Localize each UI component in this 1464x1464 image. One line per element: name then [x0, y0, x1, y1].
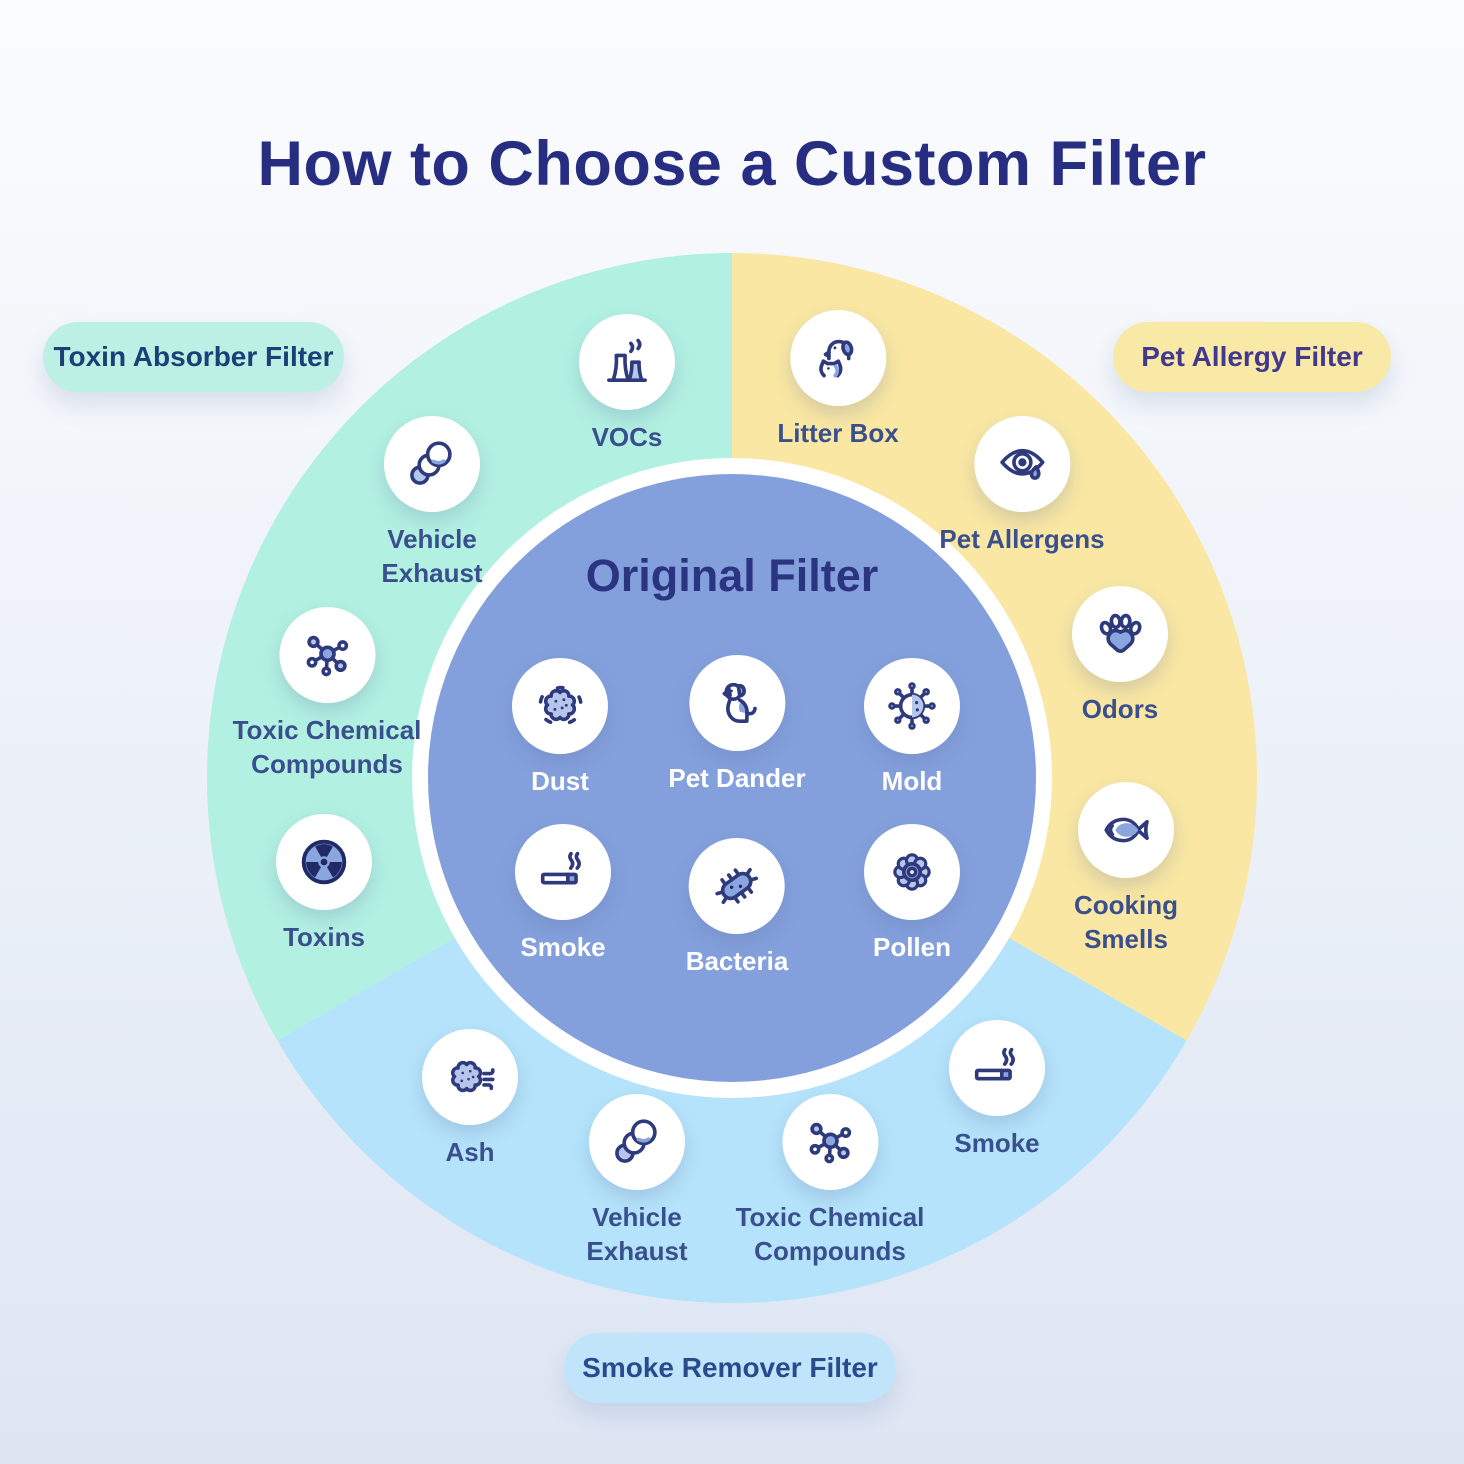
item-badge	[974, 416, 1070, 512]
item-label: VOCs	[591, 422, 663, 452]
bacteria-icon	[715, 867, 759, 905]
item-label: Pet Allergens	[939, 524, 1105, 554]
item-badge	[790, 310, 886, 406]
item-badge	[589, 1094, 685, 1190]
exhaust-icon	[615, 1119, 657, 1163]
pets-icon	[818, 339, 854, 378]
item-badge	[1078, 782, 1174, 878]
dust-cloud-icon	[538, 685, 583, 725]
item-badge	[1072, 586, 1168, 682]
item-badge	[279, 607, 375, 703]
item-toxins: Toxins	[276, 814, 372, 955]
item-cooking-smells: Cooking Smells	[1061, 782, 1191, 957]
item-label: Litter Box	[777, 418, 899, 448]
item-label: Toxic Chemical Compounds	[735, 1202, 925, 1266]
item-pet-dander: Pet Dander	[668, 655, 806, 796]
item-vehicle-exhaust: Vehicle Exhaust	[577, 1094, 697, 1269]
legend-pill-pet-allergy: Pet Allergy Filter	[1113, 322, 1391, 392]
center-circle	[428, 474, 1036, 1082]
item-badge	[579, 314, 675, 410]
item-badge	[384, 416, 480, 512]
item-badge	[688, 655, 785, 751]
center-title: Original Filter	[585, 550, 879, 601]
item-badge	[864, 658, 960, 754]
legend-pill-toxin-absorber: Toxin Absorber Filter	[43, 322, 344, 392]
item-label: Vehicle Exhaust	[586, 1202, 688, 1266]
legend-pill-smoke-remover: Smoke Remover Filter	[564, 1333, 896, 1403]
item-vocs: VOCs	[579, 314, 675, 455]
item-odors: Odors	[1072, 586, 1168, 727]
item-pet-allergens: Pet Allergens	[939, 416, 1105, 557]
item-label: Pollen	[872, 932, 951, 962]
item-dust: Dust	[512, 658, 608, 799]
page-title: How to Choose a Custom Filter	[257, 129, 1207, 200]
item-smoke: Smoke	[949, 1020, 1045, 1161]
mold-icon	[888, 682, 936, 730]
item-label: Smoke	[954, 1128, 1040, 1158]
fish-icon	[1104, 817, 1149, 843]
eye-tear-icon	[999, 448, 1045, 480]
item-toxic-chemical-compounds: Toxic Chemical Compounds	[220, 607, 435, 782]
item-label: Vehicle Exhaust	[381, 524, 483, 588]
item-label: Cooking Smells	[1074, 890, 1178, 954]
item-badge	[689, 838, 785, 934]
item-badge	[276, 814, 372, 910]
radiation-icon	[301, 839, 347, 885]
item-pollen: Pollen	[864, 824, 960, 965]
paw-icon	[1099, 613, 1142, 653]
ash-cloud-icon	[451, 1060, 495, 1093]
item-label: Pet Dander	[668, 763, 806, 793]
item-label: Toxic Chemical Compounds	[232, 715, 422, 779]
item-label: Mold	[881, 766, 943, 796]
factory-icon	[607, 338, 647, 382]
molecule-icon	[306, 635, 348, 677]
item-badge	[949, 1020, 1045, 1116]
item-ash: Ash	[422, 1029, 518, 1170]
exhaust-icon	[410, 441, 452, 485]
cigarette-icon	[974, 1047, 1015, 1081]
pollen-icon	[893, 853, 931, 891]
item-label: Odors	[1081, 694, 1159, 724]
item-badge	[782, 1094, 878, 1190]
item-label: Dust	[531, 766, 589, 796]
item-label: Toxins	[283, 922, 365, 952]
dog-icon	[722, 682, 757, 723]
molecule-icon	[809, 1122, 851, 1164]
item-smoke: Smoke	[515, 824, 611, 965]
item-badge	[515, 824, 611, 920]
item-badge	[512, 658, 608, 754]
item-badge	[864, 824, 960, 920]
item-label: Smoke	[520, 932, 606, 962]
item-mold: Mold	[864, 658, 960, 799]
item-label: Bacteria	[685, 946, 789, 976]
item-label: Ash	[445, 1137, 495, 1167]
item-vehicle-exhaust: Vehicle Exhaust	[372, 416, 492, 591]
item-litter-box: Litter Box	[777, 310, 899, 451]
item-badge	[422, 1029, 518, 1125]
item-toxic-chemical-compounds: Toxic Chemical Compounds	[723, 1094, 938, 1269]
cigarette-icon	[540, 851, 581, 885]
item-bacteria: Bacteria	[685, 838, 789, 979]
